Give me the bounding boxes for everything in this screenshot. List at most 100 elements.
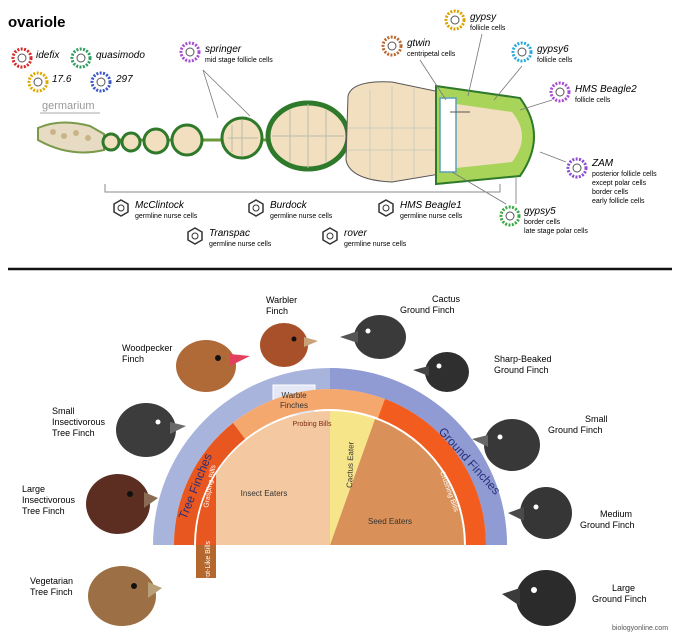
label-medium-ground-1: Medium xyxy=(600,509,632,519)
germline-sub-hms-beagle1: germline nurse cells xyxy=(400,213,463,220)
warble-label-1: Warble xyxy=(281,391,307,400)
element-sub-gypsy6: follicle cells xyxy=(537,57,573,64)
germline-label-hms-beagle1: HMS Beagle1 xyxy=(400,200,462,211)
germarium-label: germarium xyxy=(42,100,95,112)
bird-warbler-finch xyxy=(260,323,318,367)
element-sub-springer: mid stage follicle cells xyxy=(205,57,273,64)
crushing-ring xyxy=(378,399,487,545)
element-sub-gtwin: centripetal cells xyxy=(407,51,456,58)
bird-vegetarian-tree-finch xyxy=(88,566,162,626)
element-label-gtwin: gtwin xyxy=(407,38,431,49)
element-label-springer: springer xyxy=(205,44,242,55)
germline-label-transpac: Transpac xyxy=(209,228,250,239)
label-small-insect-3: Tree Finch xyxy=(52,428,95,438)
ovariole-title: ovariole xyxy=(8,14,66,31)
element-icon-quasimodo xyxy=(70,47,92,69)
germline-label-mcclintock: McClintock xyxy=(135,200,185,211)
bird-small-ground-finch xyxy=(472,419,540,471)
element-icon-mcclintock xyxy=(113,199,129,217)
element-sub-gypsy5-1: border cells xyxy=(524,219,561,226)
element-icon-hms-beagle1 xyxy=(378,199,394,217)
label-large-insect-2: Insectivorous xyxy=(22,495,76,505)
bud-eater-label: Bud Eater xyxy=(232,557,268,566)
ovariole-panel: ovariole idefix quasimodo 17.6 297 germa… xyxy=(8,9,657,248)
label-cactus-1: Cactus xyxy=(432,294,461,304)
germline-sub-burdock: germline nurse cells xyxy=(270,213,333,220)
insect-eaters-label: Insect Eaters xyxy=(241,489,288,498)
element-sub-gypsy5-2: late stage polar cells xyxy=(524,228,588,235)
credit-text: biologyonline.com xyxy=(612,625,668,632)
element-label-quasimodo: quasimodo xyxy=(96,50,145,61)
element-icon-17-6 xyxy=(27,71,49,93)
element-icon-gtwin xyxy=(381,35,403,57)
label-large-ground-1: Large xyxy=(612,583,635,593)
element-label-gypsy: gypsy xyxy=(470,12,497,23)
label-woodpecker-1: Woodpecker xyxy=(122,343,172,353)
label-large-insect-1: Large xyxy=(22,484,45,494)
label-warbler-2: Finch xyxy=(266,306,288,316)
sector-insect xyxy=(216,410,330,545)
element-label-gypsy6: gypsy6 xyxy=(537,44,569,55)
label-cactus-2: Ground Finch xyxy=(400,305,455,315)
label-sharp-beaked-1: Sharp-Beaked xyxy=(494,354,552,364)
element-label-hms-beagle2: HMS Beagle2 xyxy=(575,84,637,95)
element-icon-297 xyxy=(90,71,112,93)
outer-ring-ground xyxy=(330,368,507,545)
bird-large-insectivorous-tree-finch xyxy=(86,474,158,534)
germline-label-rover: rover xyxy=(344,228,367,239)
element-icon-gypsy5 xyxy=(499,205,521,227)
germline-label-burdock: Burdock xyxy=(270,200,308,211)
element-icon-hms-beagle2 xyxy=(549,81,571,103)
warble-label-2: Finches xyxy=(280,401,308,410)
germline-sub-mcclintock: germline nurse cells xyxy=(135,213,198,220)
finch-panel: Tree Finches Warble Finches Ground Finch… xyxy=(22,294,668,632)
label-medium-ground-2: Ground Finch xyxy=(580,520,635,530)
element-sub-zam-3: border cells xyxy=(592,189,629,196)
element-icon-idefix xyxy=(11,47,33,69)
bird-cactus-ground-finch xyxy=(340,315,406,359)
label-woodpecker-2: Finch xyxy=(122,354,144,364)
element-label-idefix: idefix xyxy=(36,50,60,61)
label-small-ground-2: Ground Finch xyxy=(548,425,603,435)
label-vegetarian-1: Vegetarian xyxy=(30,576,73,586)
bird-small-insectivorous-tree-finch xyxy=(116,403,186,457)
ovariole-drawing xyxy=(37,81,535,186)
label-large-insect-3: Tree Finch xyxy=(22,506,65,516)
element-sub-gypsy: follicle cells xyxy=(470,25,506,32)
bird-medium-ground-finch xyxy=(508,487,572,539)
element-sub-zam-1: posterior follicle cells xyxy=(592,171,657,178)
element-label-17-6: 17.6 xyxy=(52,74,72,85)
label-warbler-1: Warbler xyxy=(266,295,297,305)
germline-sub-rover: germline nurse cells xyxy=(344,241,407,248)
element-label-zam: ZAM xyxy=(591,158,614,169)
germline-sub-transpac: germline nurse cells xyxy=(209,241,272,248)
element-label-297: 297 xyxy=(115,74,133,85)
label-large-ground-2: Ground Finch xyxy=(592,594,647,604)
element-sub-zam-2: except polar cells xyxy=(592,180,647,187)
sector-seed xyxy=(330,419,464,545)
label-small-insect-1: Small xyxy=(52,406,75,416)
bird-sharp-beaked-ground-finch xyxy=(413,352,469,392)
cactus-eater-label: Cactus Eater xyxy=(345,441,356,488)
sector-cactus xyxy=(330,411,375,545)
element-icon-gypsy6 xyxy=(511,41,533,63)
sector-bud xyxy=(196,545,330,578)
parrot-label: Parrot-Like Bills xyxy=(205,540,212,590)
element-icon-gypsy xyxy=(444,9,466,31)
label-small-insect-2: Insectivorous xyxy=(52,417,106,427)
element-icon-transpac xyxy=(187,227,203,245)
label-small-ground-1: Small xyxy=(585,414,608,424)
probing-label: Probing Bills xyxy=(293,421,332,428)
label-vegetarian-2: Tree Finch xyxy=(30,587,73,597)
label-sharp-beaked-2: Ground Finch xyxy=(494,365,549,375)
element-icon-rover xyxy=(322,227,338,245)
element-sub-zam-4: early follicle cells xyxy=(592,198,645,205)
element-icon-springer xyxy=(179,41,201,63)
element-label-gypsy5: gypsy5 xyxy=(524,206,556,217)
sector-insect-fill xyxy=(195,474,216,545)
element-icon-zam xyxy=(566,157,588,179)
bird-large-ground-finch xyxy=(502,570,576,626)
element-icon-burdock xyxy=(248,199,264,217)
grasping-ring xyxy=(174,423,245,545)
